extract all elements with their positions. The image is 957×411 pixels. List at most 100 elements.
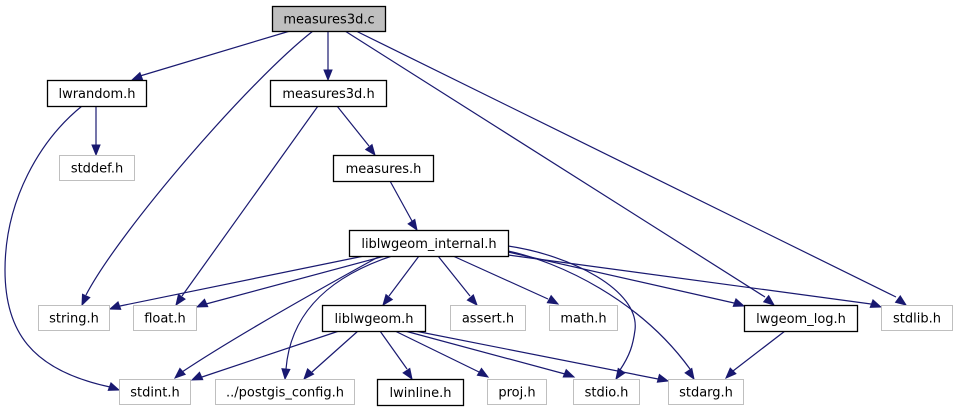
node-label: string.h [49,312,99,327]
node-measures-h[interactable]: measures.h [332,154,435,183]
node-liblwgeom-internal-h[interactable]: liblwgeom_internal.h [348,229,510,258]
edge-liblwgeom-internal-h-to-stdarg-h [507,250,695,381]
node-box [881,305,953,331]
arrowhead-icon [725,367,737,379]
node-label: measures3d.h [282,87,374,102]
node-label: liblwgeom.h [335,312,414,327]
edge-liblwgeom-internal-h-to-stdlib-h [507,254,883,308]
node-measures3d-h[interactable]: measures3d.h [269,79,388,108]
node-box [348,229,510,258]
node-label: measures.h [346,162,422,177]
node-stdio-h: stdio.h [573,379,640,405]
arrowhead-icon [195,298,209,308]
arrowhead-icon [364,143,376,157]
edge-line [732,330,786,372]
edge-liblwgeom-h-to-proj-h [394,330,490,378]
node-label: math.h [560,312,606,327]
arrowhead-icon [732,297,746,307]
node-box [119,379,191,405]
arrowhead-icon [303,367,315,381]
edge-measures3d-c-to-lwgeom-log-h [344,30,776,306]
edge-line [507,245,636,371]
node-box [133,305,197,331]
arrowhead-icon [546,294,560,305]
edge-line [388,255,420,297]
edge-line [414,330,659,380]
edge-line [404,330,566,375]
edge-measures3d-c-to-stdlib-h [355,30,908,306]
node-label: ../postgis_config.h [226,386,344,401]
node-box [59,155,135,181]
node-label: stdarg.h [679,386,733,401]
node-box [321,304,427,333]
arrowhead-icon [281,368,291,381]
node-liblwgeom-h[interactable]: liblwgeom.h [321,304,427,333]
node-proj-h: proj.h [487,379,547,405]
arrowhead-icon [562,368,576,378]
edge-line [311,330,359,373]
edge-measures-h-to-liblwgeom-internal-h [389,180,418,232]
node-label: lwrandom.h [58,87,135,102]
node-label: lwinline.h [390,386,452,401]
node-box [38,305,110,331]
node-box [215,379,355,405]
node-box [450,305,526,331]
edge-lwrandom-h-to-stdint-h [4,105,121,391]
edge-line [181,105,319,297]
edge-liblwgeom-internal-h-to-stdint-h [173,255,381,379]
node-assert-h: assert.h [450,305,526,331]
node-lwrandom-h[interactable]: lwrandom.h [46,79,148,108]
edge-line [85,30,314,296]
arrowhead-icon [107,381,121,391]
edge-measures3d-h-to-float-h [175,105,319,307]
edge-line [389,180,413,222]
edge-liblwgeom-internal-h-to-math-h [452,255,560,305]
edge-line [344,30,766,298]
edge-liblwgeom-internal-h-to-string-h [108,255,365,310]
arrowhead-icon [323,69,333,82]
node-box [573,379,640,405]
edge-line [394,330,480,373]
edge-liblwgeom-internal-h-to-liblwgeom-h [382,255,420,307]
node-label: stddef.h [71,162,123,177]
node-lwgeom-log-h[interactable]: lwgeom_log.h [743,304,859,333]
node-measures3d-c[interactable]: measures3d.c [271,5,387,33]
node-stddef-h: stddef.h [59,155,135,181]
edge-line [355,30,897,298]
node-box [271,5,387,33]
edge-liblwgeom-h-to-lwinline-h [379,330,413,381]
node-label: stdlib.h [893,312,941,327]
arrowhead-icon [869,298,883,308]
node-label: assert.h [462,312,514,327]
edge-liblwgeom-h-to-stdarg-h [414,330,670,383]
arrowhead-icon [684,367,695,381]
arrowhead-icon [407,218,418,232]
edge-line [139,30,291,77]
arrowhead-icon [108,300,122,310]
edge-line [452,255,549,300]
arrowhead-icon [402,367,413,381]
edge-line [201,330,340,378]
edge-liblwgeom-internal-h-to-postgis-config-h [281,255,393,381]
node-box [46,79,148,108]
edge-line [119,255,365,307]
edges-layer [4,30,908,391]
edge-liblwgeom-h-to-postgis-config-h [303,330,359,381]
edge-line [507,250,691,370]
arrowhead-icon [762,294,776,306]
node-label: stdint.h [130,386,179,401]
node-postgis-config-h: ../postgis_config.h [215,379,355,405]
node-box [332,154,435,183]
node-label: liblwgeom_internal.h [361,237,496,252]
arrowhead-icon [894,294,908,306]
edge-lwgeom-log-h-to-stdarg-h [725,330,786,379]
node-lwinline-h[interactable]: lwinline.h [376,378,465,407]
edge-line [336,105,370,147]
edge-line [507,254,872,305]
node-label: float.h [144,312,186,327]
node-label: proj.h [498,386,535,401]
arrowhead-icon [81,293,91,307]
node-box [376,378,465,407]
node-box [487,379,547,405]
